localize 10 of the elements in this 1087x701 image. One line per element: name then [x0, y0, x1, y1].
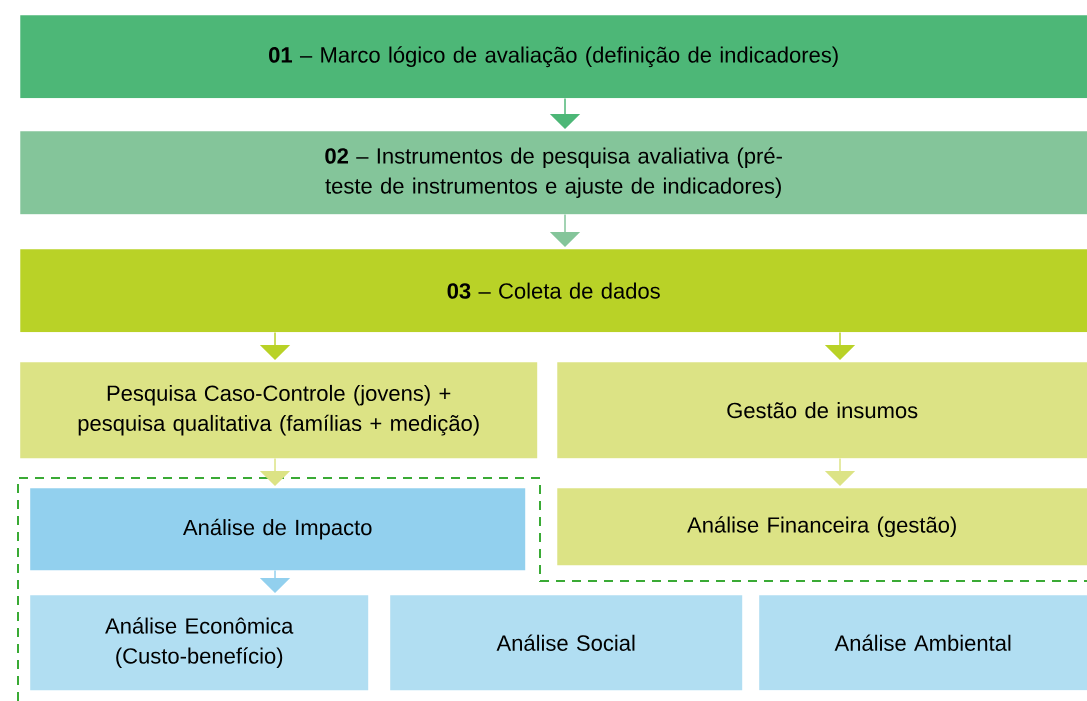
- process-box: Análise de Impacto: [30, 488, 526, 571]
- process-box: Análise Social: [390, 595, 743, 691]
- process-box: Análise Ambiental: [759, 595, 1087, 691]
- process-box: Análise Financeira (gestão): [557, 488, 1087, 566]
- process-box: Análise Econômica (Custo-benefício): [30, 595, 369, 691]
- step-banner: 03 – Coleta de dados: [20, 249, 1087, 333]
- step-banner: 01 – Marco lógico de avaliação (definição de indicadores): [20, 15, 1087, 99]
- process-box: Pesquisa Caso-Controle (jovens) + pesquisa qualitativa (famílias + medição): [20, 362, 538, 459]
- step-banner: 02 – Instrumentos de pesquisa avaliativa (pré-teste de instrumentos e ajuste de indicadores): [20, 131, 1087, 215]
- process-box: Gestão de insumos: [557, 362, 1087, 459]
